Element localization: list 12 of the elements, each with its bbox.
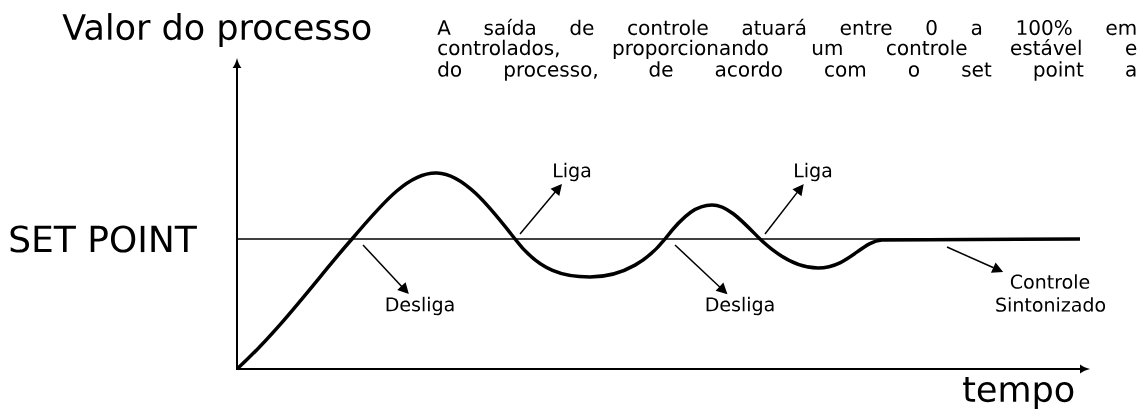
text-label: Desliga: [386, 296, 454, 316]
axis-title: Valor do processo: [62, 13, 371, 47]
paragraph-line: controlados, proporcionando um controle estável e: [438, 38, 1137, 60]
paragraph-line: A saída de controle atuará entre 0 a 100% em: [437, 18, 1136, 36]
text-label: Desliga: [706, 296, 774, 316]
text-label: Liga: [795, 162, 832, 182]
axis-title: tempo: [963, 377, 1074, 409]
leader-arrow: [764, 184, 804, 235]
set-point-label: SET POINT: [10, 225, 197, 253]
text-label: Liga: [554, 162, 591, 182]
text-label: Controle Sintonizado: [996, 274, 1106, 312]
paragraph-line: do processo, de acordo com o set point a: [438, 61, 1136, 81]
